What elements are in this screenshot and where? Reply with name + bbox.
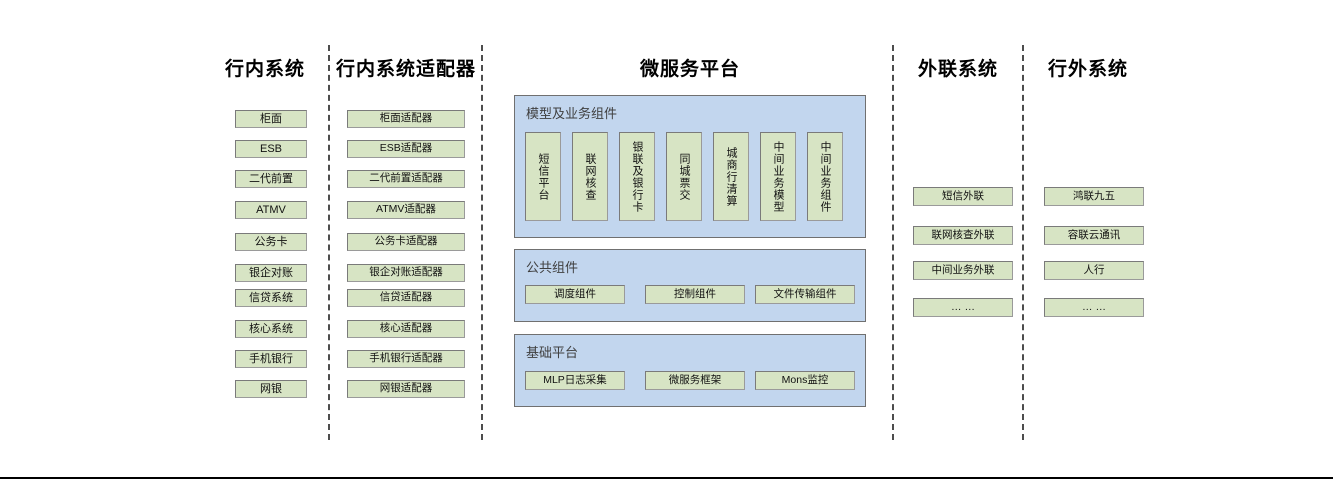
node-intra-system-3[interactable]: 二代前置 <box>235 170 307 188</box>
node-public-component-2[interactable]: 控制组件 <box>645 285 745 304</box>
node-model-component-1[interactable]: 短信平台 <box>525 132 561 221</box>
node-intra-adapter-8[interactable]: 核心适配器 <box>347 320 465 338</box>
node-public-component-3[interactable]: 文件传输组件 <box>755 285 855 304</box>
node-intra-adapter-10[interactable]: 网银适配器 <box>347 380 465 398</box>
node-intra-adapter-2[interactable]: ESB适配器 <box>347 140 465 158</box>
node-intra-adapter-3[interactable]: 二代前置适配器 <box>347 170 465 188</box>
bottom-divider <box>0 477 1333 479</box>
node-outside-bank-2[interactable]: 容联云通讯 <box>1044 226 1144 245</box>
node-intra-system-1[interactable]: 柜面 <box>235 110 307 128</box>
node-public-component-1[interactable]: 调度组件 <box>525 285 625 304</box>
node-model-component-3[interactable]: 银联及银行卡 <box>619 132 655 221</box>
node-outside-bank-3[interactable]: 人行 <box>1044 261 1144 280</box>
node-external-link-3[interactable]: 中间业务外联 <box>913 261 1013 280</box>
node-outside-bank-4[interactable]: … … <box>1044 298 1144 317</box>
node-intra-system-7[interactable]: 信贷系统 <box>235 289 307 307</box>
node-model-component-6[interactable]: 中间业务模型 <box>760 132 796 221</box>
node-intra-adapter-7[interactable]: 信贷适配器 <box>347 289 465 307</box>
node-model-component-2[interactable]: 联网核查 <box>572 132 608 221</box>
node-intra-system-9[interactable]: 手机银行 <box>235 350 307 368</box>
column-title-intra-bank-systems: 行内系统 <box>224 59 305 80</box>
node-intra-system-6[interactable]: 银企对账 <box>235 264 307 282</box>
node-intra-adapter-9[interactable]: 手机银行适配器 <box>347 350 465 368</box>
node-intra-system-2[interactable]: ESB <box>235 140 307 158</box>
node-intra-system-8[interactable]: 核心系统 <box>235 320 307 338</box>
column-divider-4 <box>1022 45 1024 440</box>
column-title-outside-bank-systems: 行外系统 <box>1047 59 1128 80</box>
column-divider-2 <box>481 45 483 440</box>
column-divider-1 <box>328 45 330 440</box>
panel-base-platform: 基础平台 <box>514 334 866 407</box>
panel-label-base-platform: 基础平台 <box>526 345 579 360</box>
column-title-microservice-platform: 微服务平台 <box>639 59 740 80</box>
node-intra-system-4[interactable]: ATMV <box>235 201 307 219</box>
node-intra-adapter-4[interactable]: ATMV适配器 <box>347 201 465 219</box>
node-intra-system-10[interactable]: 网银 <box>235 380 307 398</box>
node-model-component-5[interactable]: 城商行清算 <box>713 132 749 221</box>
panel-label-public-components: 公共组件 <box>526 260 579 275</box>
node-external-link-4[interactable]: … … <box>913 298 1013 317</box>
node-intra-adapter-5[interactable]: 公务卡适配器 <box>347 233 465 251</box>
node-intra-system-5[interactable]: 公务卡 <box>235 233 307 251</box>
node-model-component-4[interactable]: 同城票交 <box>666 132 702 221</box>
column-divider-3 <box>892 45 894 440</box>
node-base-platform-1[interactable]: MLP日志采集 <box>525 371 625 390</box>
node-external-link-1[interactable]: 短信外联 <box>913 187 1013 206</box>
column-title-intra-bank-adapters: 行内系统适配器 <box>335 59 476 80</box>
panel-label-model-and-business-components: 模型及业务组件 <box>526 106 618 121</box>
node-outside-bank-1[interactable]: 鸿联九五 <box>1044 187 1144 206</box>
column-title-external-link-systems: 外联系统 <box>917 59 998 80</box>
node-intra-adapter-6[interactable]: 银企对账适配器 <box>347 264 465 282</box>
node-model-component-7[interactable]: 中间业务组件 <box>807 132 843 221</box>
node-base-platform-2[interactable]: 微服务框架 <box>645 371 745 390</box>
node-intra-adapter-1[interactable]: 柜面适配器 <box>347 110 465 128</box>
node-external-link-2[interactable]: 联网核查外联 <box>913 226 1013 245</box>
node-base-platform-3[interactable]: Mons监控 <box>755 371 855 390</box>
